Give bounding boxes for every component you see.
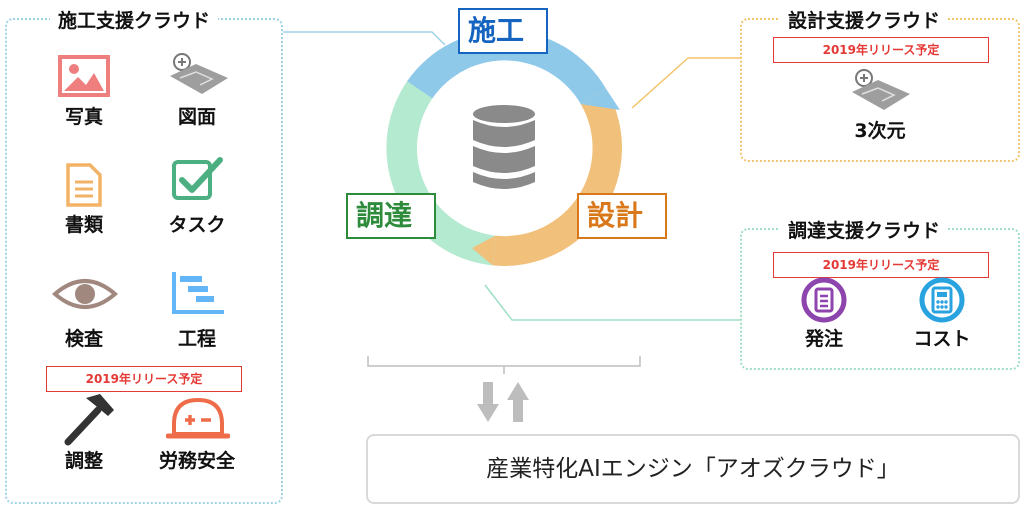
ring-segment-construction (407, 30, 607, 105)
procurement-cloud-title: 調達支援クラウド (780, 216, 949, 243)
3d-blueprint-icon (852, 69, 910, 110)
connector-left (283, 31, 446, 46)
construction-cloud-panel (5, 18, 283, 504)
sync-arrows-icon (477, 382, 529, 422)
calculator-icon (919, 277, 965, 323)
ai-engine-box: 産業特化AIエンジン「アオズクラウド」 (366, 434, 1020, 504)
connector-procurement (484, 284, 740, 321)
task-check-icon (172, 157, 223, 200)
cycle-label-design: 設計 (577, 193, 667, 239)
blueprint-icon (170, 53, 228, 94)
design-release-badge: 2019年リリース予定 (773, 37, 989, 63)
construction-cloud-title: 施工支援クラウド (50, 6, 219, 33)
item-label-blueprint: 図面 (177, 106, 216, 128)
item-label-document: 書類 (64, 214, 103, 236)
item-label-cost: コスト (913, 328, 971, 350)
gantt-icon (172, 272, 224, 314)
order-icon (801, 277, 847, 323)
item-label-task: タスク (168, 214, 226, 236)
database-icon (473, 105, 535, 189)
item-label-photo: 写真 (64, 106, 103, 128)
document-icon (66, 163, 102, 207)
hammer-icon (64, 394, 114, 446)
cycle-label-procurement: 調達 (346, 193, 436, 239)
procurement-release-badge: 2019年リリース予定 (773, 252, 989, 278)
item-label-inspection: 検査 (64, 328, 103, 350)
cycle-label-construction: 施工 (458, 8, 548, 54)
helmet-icon (166, 397, 230, 439)
connector-design (631, 57, 740, 109)
item-label-labor-safety: 労務安全 (158, 450, 235, 472)
item-label-3d: 3次元 (854, 120, 906, 142)
item-label-adjustment: 調整 (64, 450, 103, 472)
photo-icon (58, 55, 110, 97)
construction-release-badge: 2019年リリース予定 (46, 366, 242, 392)
item-label-schedule: 工程 (177, 328, 216, 350)
item-label-order: 発注 (804, 328, 843, 350)
cycle-bracket (367, 356, 641, 374)
design-cloud-title: 設計支援クラウド (780, 6, 949, 33)
eye-icon (52, 279, 118, 309)
